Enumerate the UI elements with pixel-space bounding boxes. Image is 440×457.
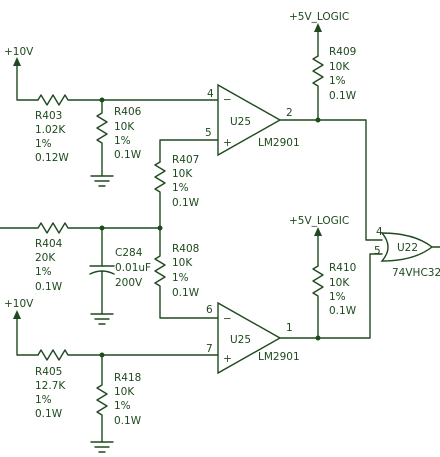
r409-ref: R409 (329, 46, 356, 58)
ground-symbol (90, 313, 114, 325)
comparator-u25b: − + U25 LM2901 6 7 1 (206, 301, 300, 375)
u25b-pin-1: 1 (286, 322, 293, 334)
comparator-u25a: − + U25 LM2901 4 5 2 (205, 83, 300, 157)
r410-power: 0.1W (329, 305, 357, 317)
u22-pin-5: 5 (374, 245, 381, 257)
u25a-pin-5: 5 (205, 127, 212, 139)
u25b-inv-sign: − (223, 313, 232, 325)
r418-value: 10K (114, 386, 135, 398)
r406-ref: R406 (114, 106, 142, 118)
r418-ref: R418 (114, 372, 141, 384)
r405-ref: R405 (35, 366, 62, 378)
r404-tolerance: 1% (35, 266, 52, 278)
r406-value: 10K (114, 121, 135, 133)
resistor-r410: R410 10K 1% 0.1W (312, 262, 357, 339)
u22-ref: U22 (397, 242, 418, 254)
u25a-pin-2: 2 (286, 107, 293, 119)
r404-power: 0.1W (35, 281, 63, 293)
u25b-pin-6: 6 (206, 304, 213, 316)
u25a-pin-4: 4 (207, 88, 214, 100)
r409-value: 10K (329, 61, 350, 73)
u25a-noninv-sign: + (223, 137, 232, 149)
power-label-5v-mid: +5V_LOGIC (289, 215, 349, 227)
r403-value: 1.02K (35, 124, 66, 136)
u25a-inv-sign: − (223, 94, 232, 106)
u25b-noninv-sign: + (223, 353, 232, 365)
u25b-pin-7: 7 (206, 343, 213, 355)
c284-voltage: 200V (115, 277, 143, 289)
u25a-ref: U25 (230, 116, 251, 128)
power-rail-10v-bottom: +10V (4, 298, 39, 356)
r404-ref: R404 (35, 238, 63, 250)
power-rail-5v-mid: +5V_LOGIC (289, 215, 349, 267)
r410-ref: R410 (329, 262, 356, 274)
resistor-r408: R408 10K 1% 0.1W (154, 227, 219, 319)
r407-tolerance: 1% (172, 182, 189, 194)
c284-ref: C284 (115, 247, 143, 259)
u25b-ref: U25 (230, 334, 251, 346)
resistor-r418: R418 10K 1% 0.1W (96, 354, 142, 443)
r405-tolerance: 1% (35, 394, 52, 406)
r403-tolerance: 1% (35, 138, 52, 150)
r406-tolerance: 1% (114, 135, 131, 147)
resistor-r406: R406 10K 1% 0.1W (96, 99, 142, 177)
r403-ref: R403 (35, 110, 62, 122)
r406-power: 0.1W (114, 149, 142, 161)
power-label-5v-top: +5V_LOGIC (289, 11, 349, 23)
r410-tolerance: 1% (329, 291, 346, 303)
power-rail-5v-top: +5V_LOGIC (289, 11, 349, 57)
wire-to-or-a (317, 119, 383, 241)
r407-ref: R407 (172, 154, 199, 166)
r410-value: 10K (329, 277, 350, 289)
r409-tolerance: 1% (329, 75, 346, 87)
power-label-10v-bottom: +10V (4, 298, 34, 310)
wire-to-or-b (317, 253, 383, 339)
wire-u25a-noninv (159, 139, 219, 163)
r405-value: 12.7K (35, 380, 66, 392)
power-label-10v-top: +10V (4, 46, 34, 58)
r408-power: 0.1W (172, 287, 200, 299)
r403-power: 0.12W (35, 152, 69, 164)
r407-value: 10K (172, 168, 193, 180)
u22-type: 74VHC32 (392, 267, 440, 279)
r407-power: 0.1W (172, 197, 200, 209)
resistor-r407: R407 10K 1% 0.1W (154, 154, 200, 229)
capacitor-c284: C284 0.01uF 200V (89, 227, 151, 315)
c284-value: 0.01uF (115, 262, 151, 274)
or-gate-u22: U22 74VHC32 4 5 (374, 226, 440, 279)
resistor-r405: R405 12.7K 1% 0.1W (35, 349, 219, 420)
resistor-r404: R404 20K 1% 0.1W (0, 222, 161, 293)
ground-symbol (90, 175, 114, 187)
r408-tolerance: 1% (172, 272, 189, 284)
r409-power: 0.1W (329, 90, 357, 102)
u25b-type: LM2901 (258, 351, 300, 363)
r408-value: 10K (172, 257, 193, 269)
ground-symbol (90, 441, 114, 453)
power-rail-10v-top: +10V (4, 46, 39, 101)
r405-power: 0.1W (35, 408, 63, 420)
r418-tolerance: 1% (114, 400, 131, 412)
resistor-r403: R403 1.02K 1% 0.12W (35, 94, 103, 164)
r404-value: 20K (35, 252, 56, 264)
u25a-type: LM2901 (258, 137, 300, 149)
r408-ref: R408 (172, 243, 199, 255)
resistor-r409: R409 10K 1% 0.1W (312, 46, 357, 121)
u22-pin-4: 4 (376, 226, 383, 238)
r418-power: 0.1W (114, 415, 142, 427)
